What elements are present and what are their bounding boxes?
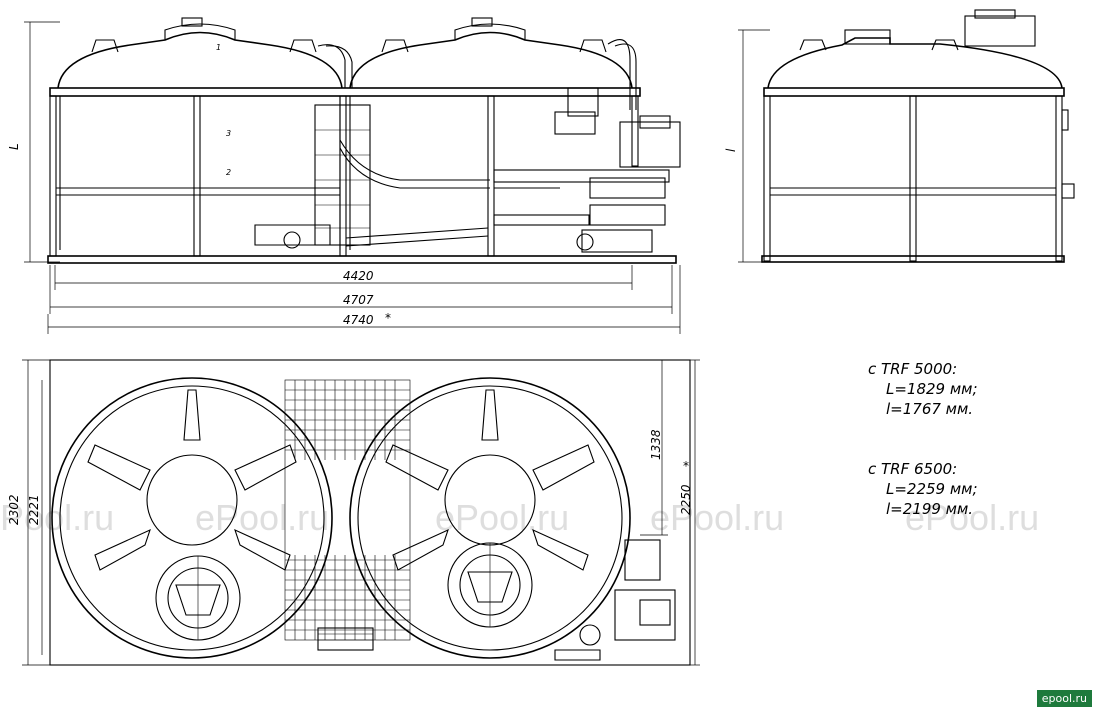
svg-text:2: 2: [226, 168, 231, 177]
top-dimensions: 2302 2221 1338 2250 *: [7, 359, 700, 666]
spec-trf-5000-L: L=1829 мм;: [886, 380, 978, 398]
dim-l-side: l: [724, 148, 738, 152]
front-dimensions: L 4420 4707 4740 *: [7, 21, 681, 334]
dim-4740-marker: *: [385, 311, 391, 325]
top-equipment: [554, 539, 676, 661]
svg-text:ePool.ru: ePool.ru: [905, 497, 1039, 538]
spec-trf-5000-title: с TRF 5000:: [868, 360, 958, 378]
svg-text:ePool.ru: ePool.ru: [195, 497, 329, 538]
dim-2221: 2221: [27, 494, 41, 525]
dim-4420: 4420: [343, 269, 374, 283]
spec-trf-5000: с TRF 5000: L=1829 мм; l=1767 мм.: [868, 360, 978, 418]
dim-1338: 1338: [649, 429, 663, 460]
svg-text:3: 3: [226, 129, 231, 138]
dim-2250: 2250: [679, 484, 693, 515]
tank-1-top: [51, 377, 333, 659]
spec-trf-6500-L: L=2259 мм;: [886, 480, 978, 498]
dim-2250-marker: *: [683, 459, 689, 473]
dim-L-front: L: [7, 143, 21, 150]
dim-4707: 4707: [343, 293, 374, 307]
spec-trf-6500-l: l=2199 мм.: [886, 500, 974, 518]
svg-text:ePool.ru: ePool.ru: [0, 497, 114, 538]
site-badge: epool.ru: [1036, 690, 1092, 707]
spec-trf-6500-title: с TRF 6500:: [868, 460, 958, 478]
tank-2-top: [349, 377, 631, 659]
top-view: [49, 359, 691, 666]
svg-text:ePool.ru: ePool.ru: [650, 497, 784, 538]
spec-trf-5000-l: l=1767 мм.: [886, 400, 974, 418]
svg-text:1: 1: [216, 43, 221, 52]
side-dimensions: l: [724, 29, 770, 263]
svg-text:ePool.ru: ePool.ru: [435, 497, 569, 538]
side-view: [761, 9, 1075, 263]
spec-trf-6500: с TRF 6500: L=2259 мм; l=2199 мм.: [868, 460, 978, 518]
front-view: 1 2 3: [47, 17, 681, 264]
dim-4740: 4740: [343, 313, 374, 327]
watermark-row: ePool.ru ePool.ru ePool.ru ePool.ru ePoo…: [0, 497, 1039, 538]
dim-2302: 2302: [7, 494, 21, 525]
